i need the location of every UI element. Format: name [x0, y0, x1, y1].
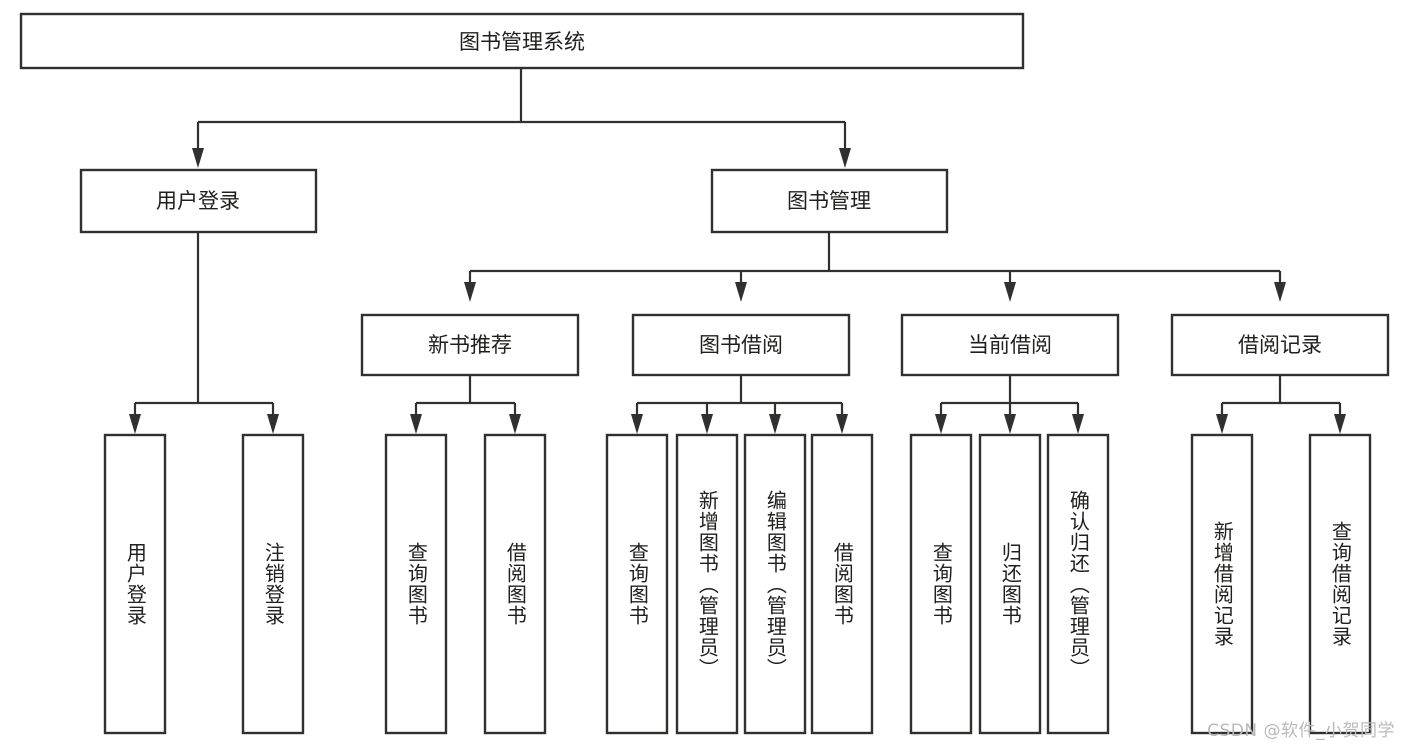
node-root-box [19, 12, 1025, 70]
node-login[interactable]: 用户登录 [79, 168, 318, 234]
node-bookmgmt[interactable]: 图书管理 [710, 168, 949, 234]
node-records-box [1170, 313, 1390, 377]
node-newbook-box [360, 313, 580, 377]
node-leaf8-box[interactable] [810, 433, 874, 735]
node-login-box [79, 168, 318, 234]
node-leaf2-box[interactable] [241, 433, 305, 735]
node-borrow-box [631, 313, 851, 377]
node-leaf4-box[interactable] [483, 433, 547, 735]
node-leaf1-box[interactable] [103, 433, 167, 735]
edge-login-to-leaves [129, 232, 279, 434]
node-current-box [900, 313, 1120, 377]
node-leaf3-box[interactable] [384, 433, 448, 735]
edge-bookmgmt-to-level3 [464, 232, 1286, 302]
node-bookmgmt-label: 图书管理 [787, 189, 871, 213]
node-current-label: 当前借阅 [968, 333, 1052, 357]
edge-records-to-leaves [1216, 375, 1346, 434]
node-leaf10-box[interactable] [978, 433, 1042, 735]
edge-root-to-level2 [192, 68, 851, 168]
node-current[interactable]: 当前借阅 [900, 313, 1120, 377]
node-records[interactable]: 借阅记录 [1170, 313, 1390, 377]
edge-newbook-to-leaves [410, 375, 521, 434]
node-leaf7-box[interactable] [743, 433, 807, 735]
node-bookmgmt-box [710, 168, 949, 234]
node-newbook[interactable]: 新书推荐 [360, 313, 580, 377]
node-records-label: 借阅记录 [1238, 333, 1322, 357]
node-root[interactable]: 图书管理系统 [19, 12, 1025, 70]
node-login-label: 用户登录 [156, 189, 240, 213]
node-leaf6-box[interactable] [675, 433, 739, 735]
node-borrow[interactable]: 图书借阅 [631, 313, 851, 377]
node-leaf11-box[interactable] [1046, 433, 1110, 735]
node-leaf9-box[interactable] [909, 433, 973, 735]
node-leaf13-box[interactable] [1308, 433, 1372, 735]
csdn-watermark: CSDN @软件_小贺同学 [1207, 721, 1395, 741]
node-leaf5-box[interactable] [605, 433, 669, 735]
node-root-label: 图书管理系统 [459, 30, 585, 54]
node-leaf12-box[interactable] [1190, 433, 1254, 735]
edge-borrow-to-leaves [631, 375, 848, 434]
node-newbook-label: 新书推荐 [428, 333, 512, 357]
edge-current-to-leaves [935, 375, 1084, 434]
node-borrow-label: 图书借阅 [699, 333, 783, 357]
